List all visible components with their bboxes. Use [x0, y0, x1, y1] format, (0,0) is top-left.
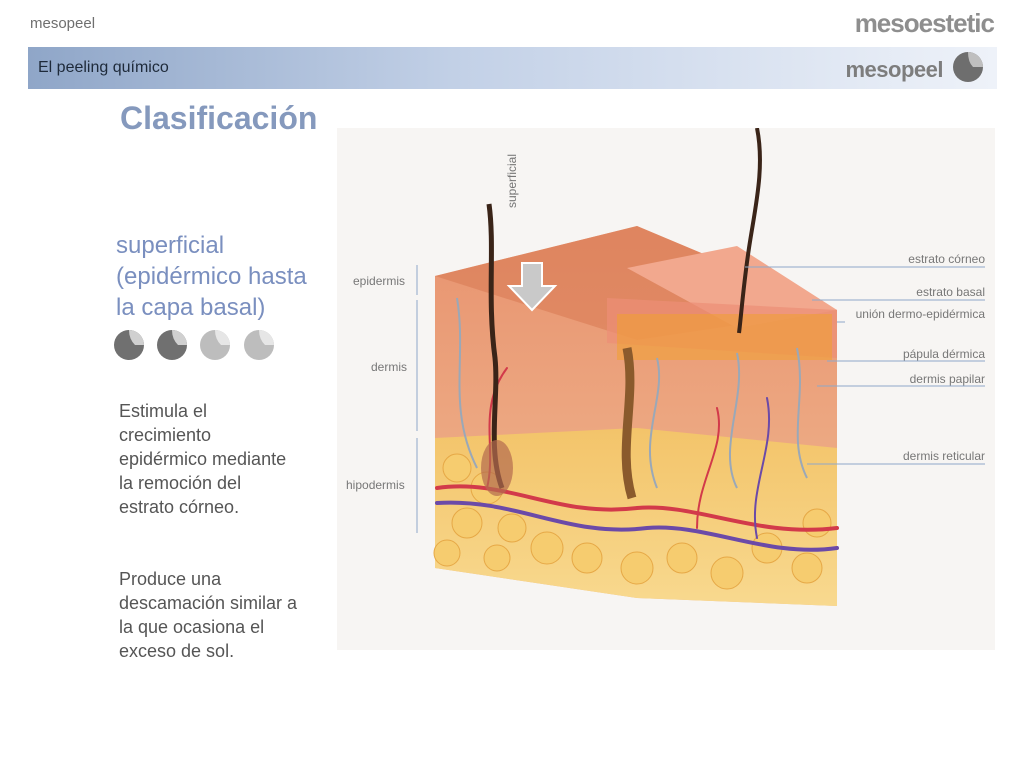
- brand-left-text: mesopeel: [30, 15, 96, 32]
- banner-logo-text: mesopeel: [845, 57, 944, 82]
- depth-dot-1-icon: [114, 330, 144, 360]
- nerve-fibers: [456, 297, 808, 489]
- title-banner: El peeling químico mesopeel: [28, 47, 997, 89]
- hair-follicles: [481, 128, 762, 500]
- fat-lobules: [433, 453, 832, 590]
- description-paragraph-1: Estimula el crecimiento epidérmico media…: [119, 401, 287, 517]
- peel-logo-icon: [953, 52, 983, 82]
- skin-cross-section-illustration: [416, 128, 985, 606]
- page-title: Clasificación: [120, 100, 318, 136]
- label-papula-dermica: pápula dérmica: [902, 347, 985, 361]
- label-union-dermo-epidermica: unión dermo-epidérmica: [855, 307, 985, 321]
- depth-dot-2-icon: [157, 330, 187, 360]
- label-dermis-reticular: dermis reticular: [902, 449, 985, 463]
- brand-logo: mesoestetic: [854, 8, 995, 38]
- label-estrato-basal: estrato basal: [916, 285, 985, 299]
- label-epidermis: epidermis: [353, 274, 406, 288]
- depth-dot-4-icon: [244, 330, 274, 360]
- banner-title: El peeling químico: [38, 59, 169, 76]
- description-paragraph-2: Produce una descamación similar a la que…: [119, 569, 298, 661]
- skin-diagram: superficial epidermis dermis hipodermis …: [337, 128, 995, 650]
- depth-indicator: [114, 330, 274, 360]
- label-hipodermis: hipodermis: [346, 478, 405, 492]
- label-estrato-corneo: estrato córneo: [908, 252, 985, 266]
- label-dermis: dermis: [371, 360, 408, 374]
- skin-block: [435, 226, 837, 606]
- depth-dot-3-icon: [200, 330, 230, 360]
- label-dermis-papilar: dermis papilar: [909, 372, 985, 386]
- superficial-arrow-icon: [506, 262, 558, 312]
- arrow-label: superficial: [505, 153, 519, 208]
- label-leader-lines: [745, 266, 985, 465]
- classification-subheading: superficial (epidérmico hasta la capa ba…: [116, 232, 307, 321]
